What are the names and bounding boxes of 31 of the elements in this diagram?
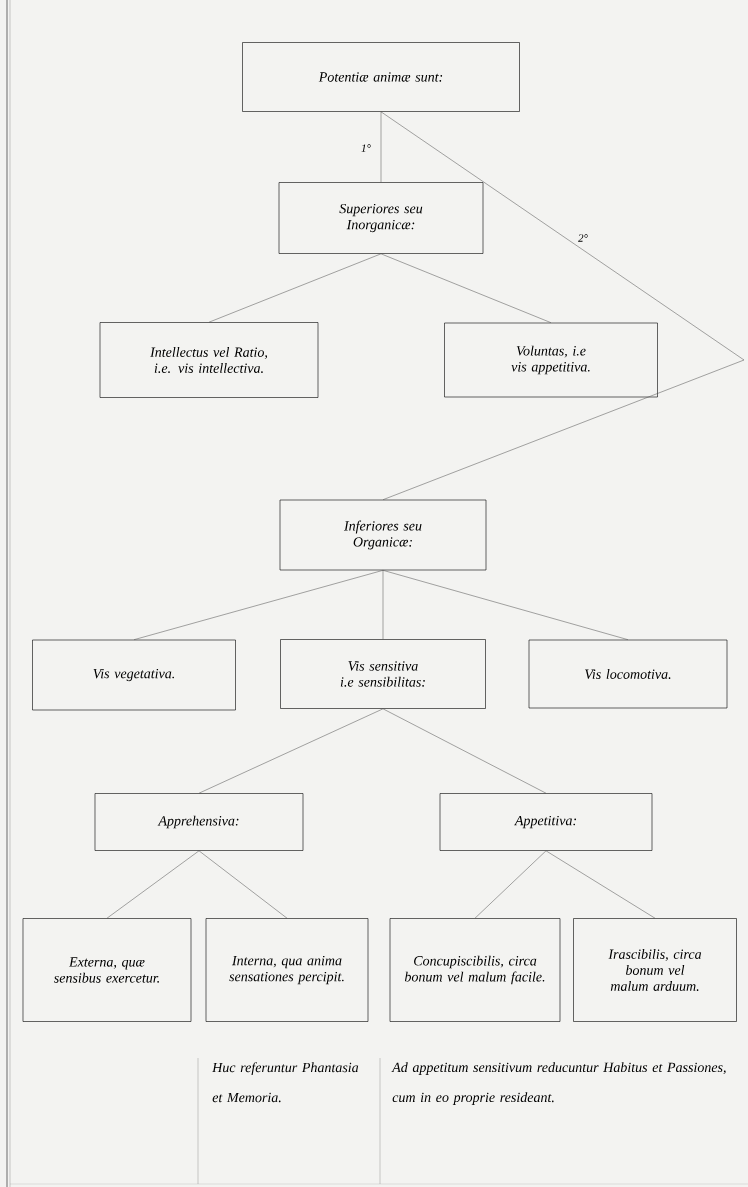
connector-line [198,850,288,919]
connector-line [380,111,382,183]
category-box: Vis locomotiva. [528,639,728,709]
note-text: Huc referuntur Phantasia et Memoria. [212,1062,359,1103]
category-box: Intellectus vel Ratio, i.e. vis intellectiva. [99,322,319,398]
category-box: Voluntas, i.e vis appetitiva. [444,322,658,398]
connector-line [106,850,200,919]
category-box: Inferiores seu Organicæ: [279,499,487,571]
note-text: Ad appetitum sensitivum reducuntur Habitus et Passiones, cum in eo proprie resideant. [391,1062,726,1105]
category-box: Potentiæ animæ sunt: [242,42,520,112]
connector-line [545,850,656,919]
connector-line [474,850,547,919]
connector-line [380,253,552,323]
connector-line [208,253,382,323]
category-box: Superiores seu Inorganicæ: [278,182,484,254]
category-box: Vis vegetativa. [32,639,236,711]
category-box: Appetitiva: [439,793,653,851]
connector-line [133,570,384,640]
category-box: Interna, qua anima sensationes percipit. [205,918,369,1022]
category-box: Externa, quæ sensibus exercetur. [22,918,192,1022]
category-box: Concupiscibilis, circa bonum vel malum facile. [389,918,561,1022]
category-box: Apprehensiva: [94,793,304,851]
connector-line [198,708,384,794]
edge-label: 1° [360,143,372,153]
category-box: Vis sensitiva i.e sensibilitas: [280,639,486,709]
connector-line [382,708,547,794]
connector-line [382,570,629,640]
connector-line [380,111,745,500]
connector-line [382,570,384,640]
category-box: Irascibilis, circa bonum vel malum arduum. [573,918,737,1022]
edge-label: 2° [577,233,589,243]
